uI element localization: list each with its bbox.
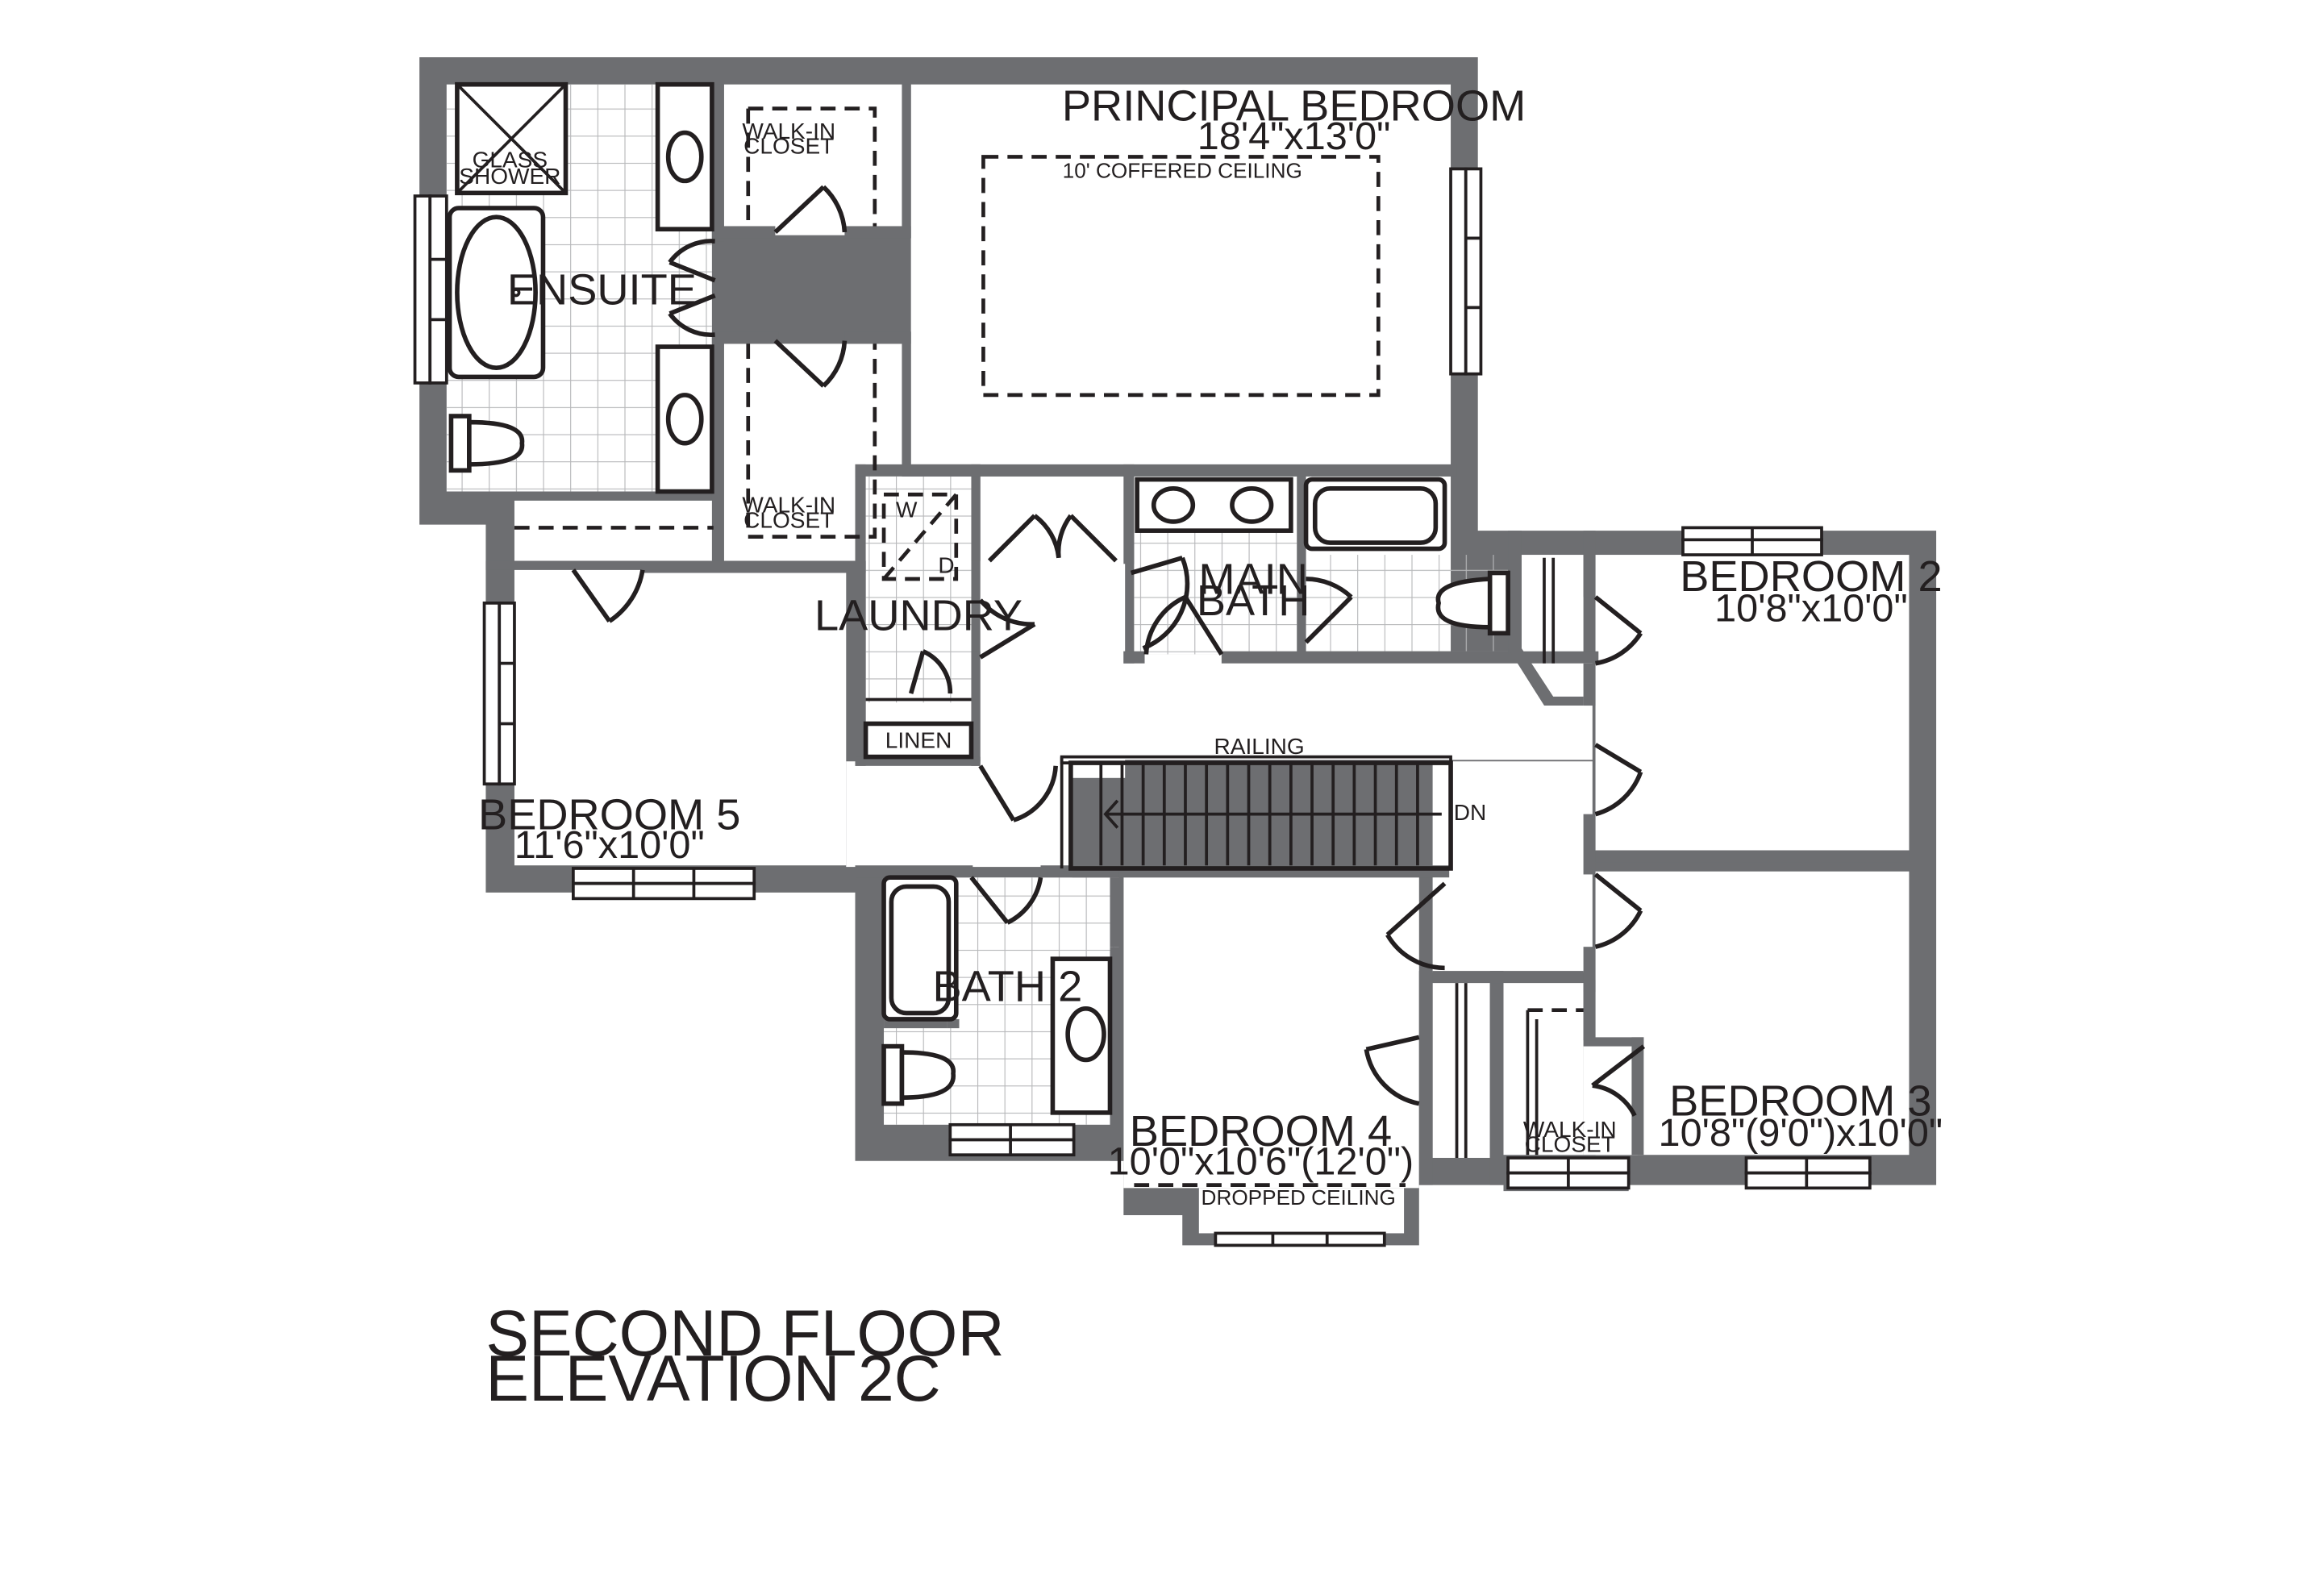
walk-in-closet-1-label-1: WALK-IN	[742, 119, 835, 144]
bedroom-3-name: BEDROOM 3	[1669, 1077, 1931, 1126]
principal-bedroom-name: PRINCIPAL BEDROOM	[1062, 82, 1526, 131]
staircase	[1060, 755, 1453, 871]
bedroom-4-size: 10'0"x10'6"(12'0")	[1108, 1140, 1414, 1184]
bath-2-label: BATH 2	[932, 963, 1082, 1011]
bedroom-3-size: 10'8"(9'0")x10'0"	[1659, 1111, 1943, 1155]
washer-label: W	[896, 497, 918, 522]
walk-in-closet-3-label-2: CLOSET	[1525, 1131, 1615, 1156]
principal-bedroom-size: 18'4"x13'0"	[1197, 115, 1391, 158]
room-labels: PRINCIPAL BEDROOM 18'4"x13'0" 10' COFFER…	[459, 82, 1943, 1210]
bedroom-2-name: BEDROOM 2	[1680, 552, 1942, 601]
stair-down-label: DN	[1454, 800, 1487, 825]
coffered-ceiling-label: 10' COFFERED CEILING	[1063, 159, 1302, 183]
interior-walls	[446, 84, 1910, 1185]
walk-in-closet-2-label-1: WALK-IN	[742, 493, 835, 518]
bedroom-5-size: 11'6"x10'0"	[514, 823, 705, 867]
caption-elevation: ELEVATION 2C	[485, 1343, 940, 1415]
bedroom-5-name: BEDROOM 5	[478, 790, 740, 839]
walk-in-closet-2-label-2: CLOSET	[743, 507, 834, 532]
glass-shower-label-1: GLASS	[473, 148, 548, 173]
dashed-lines	[514, 106, 1584, 1187]
bath-2-fixtures	[881, 875, 1113, 1115]
main-bath-label-1: MAIN	[1198, 556, 1308, 604]
walk-in-closet-3-label-1: WALK-IN	[1523, 1117, 1617, 1142]
dryer-label: D	[938, 552, 954, 577]
linen-label: LINEN	[885, 727, 952, 752]
plan-caption: SECOND FLOOR ELEVATION 2C	[485, 1297, 1004, 1415]
ensuite-fixtures	[447, 81, 714, 494]
main-bath-label-2: BATH	[1197, 577, 1310, 625]
glass-shower-label-2: SHOWER	[459, 164, 560, 189]
doors	[556, 84, 1646, 1117]
closet-shelving	[1455, 557, 1556, 1158]
main-bath-fixtures	[1135, 477, 1510, 636]
windows	[413, 167, 1872, 1247]
bedroom-4-name: BEDROOM 4	[1130, 1107, 1392, 1156]
dropped-ceiling-label: DROPPED CEILING	[1202, 1185, 1396, 1210]
laundry-label: LAUNDRY	[814, 592, 1022, 640]
ensuite-label: ENSUITE	[507, 266, 697, 314]
laundry-fixtures	[863, 492, 974, 760]
bedroom-2-size: 10'8"x10'0"	[1714, 586, 1908, 630]
walk-in-closet-1-label-2: CLOSET	[743, 134, 834, 159]
caption-floor: SECOND FLOOR	[485, 1297, 1004, 1370]
railing-label: RAILING	[1214, 734, 1305, 759]
